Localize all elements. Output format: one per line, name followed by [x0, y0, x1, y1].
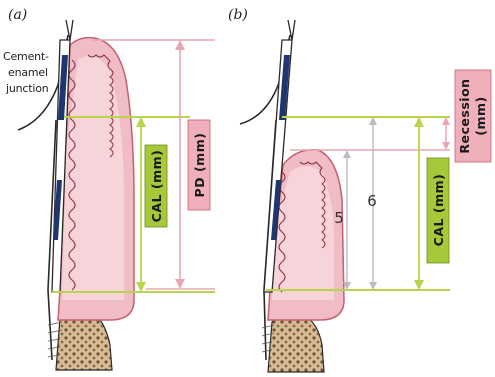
cal-arrow-a: [136, 117, 146, 292]
cal-arrow-b: [414, 117, 424, 290]
pd-label: PD (mm): [192, 133, 207, 198]
panel-b-label: (b): [228, 7, 248, 23]
cal-label-box-b: CAL (mm): [427, 158, 449, 263]
pd-arrow: [175, 40, 185, 289]
cej-label: Cement- enamel junction: [3, 50, 52, 95]
cal-label-box-a: CAL (mm): [145, 145, 167, 227]
pd-label-box: PD (mm): [188, 120, 210, 210]
panel-a: (a) Cement- enamel junction: [3, 7, 215, 370]
dimension-5-label: 5: [334, 209, 344, 227]
panel-a-label: (a): [8, 7, 27, 23]
recession-arrow: [442, 117, 450, 150]
cal-label-a: CAL (mm): [149, 150, 164, 223]
dimension-5-arrow: [343, 150, 351, 290]
dimension-6-label: 6: [367, 192, 377, 210]
cal-label-b: CAL (mm): [431, 174, 446, 247]
alveolar-bone-b: [268, 314, 324, 372]
